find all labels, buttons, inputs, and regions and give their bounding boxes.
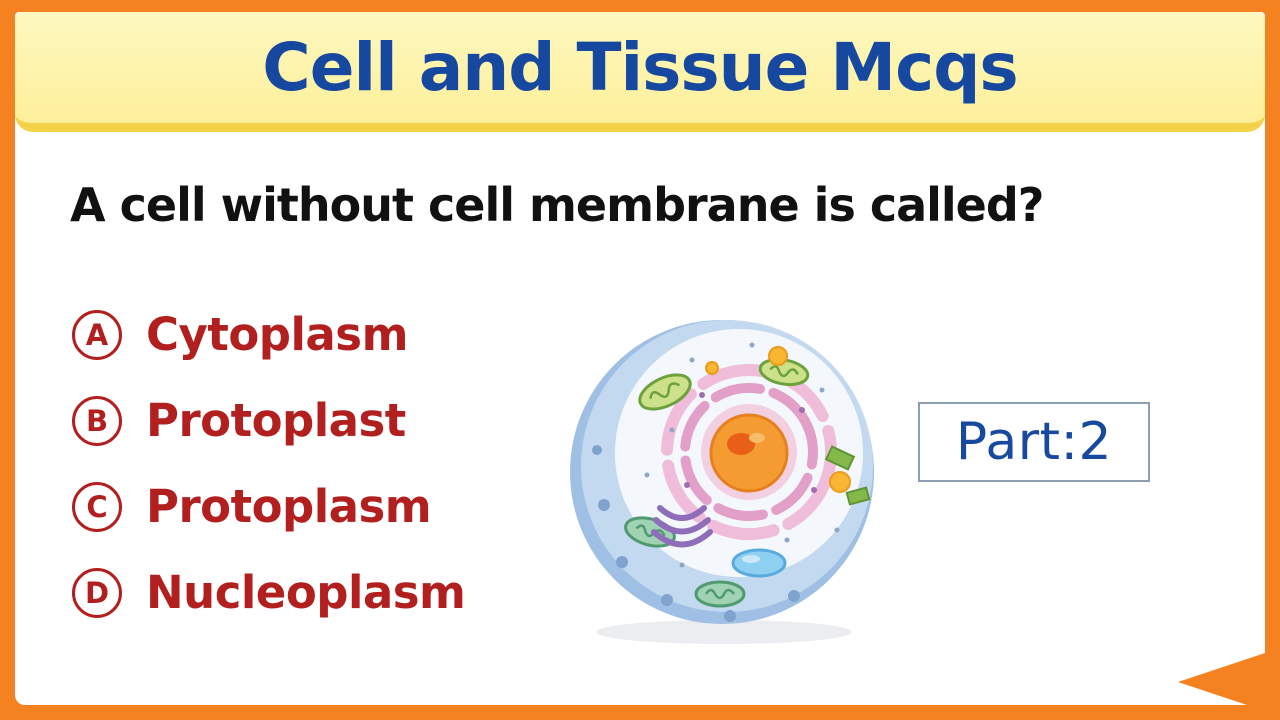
- option-a-letter-icon: A: [72, 309, 122, 360]
- option-d[interactable]: D Nucleoplasm: [72, 566, 466, 619]
- part-badge-label: Part:2: [955, 412, 1113, 472]
- option-b-letter-icon: B: [72, 395, 122, 446]
- option-c-label: Protoplasm: [146, 480, 432, 533]
- option-a[interactable]: A Cytoplasm: [72, 308, 465, 361]
- part-badge: Part:2: [918, 402, 1150, 482]
- option-b[interactable]: B Protoplast: [72, 394, 465, 447]
- options-list: A Cytoplasm B Protoplast C Protoplasm D …: [72, 308, 466, 619]
- animal-cell-illustration: [570, 320, 874, 644]
- title-banner: Cell and Tissue Mcqs: [15, 12, 1265, 132]
- option-d-label: Nucleoplasm: [146, 566, 466, 619]
- option-c-letter-icon: C: [72, 481, 122, 532]
- option-d-letter-icon: D: [72, 567, 122, 618]
- question-text: A cell without cell membrane is called?: [70, 178, 1045, 232]
- option-c[interactable]: C Protoplasm: [72, 480, 465, 533]
- page-title: Cell and Tissue Mcqs: [262, 29, 1018, 106]
- option-b-label: Protoplast: [146, 394, 406, 447]
- option-a-label: Cytoplasm: [146, 308, 408, 361]
